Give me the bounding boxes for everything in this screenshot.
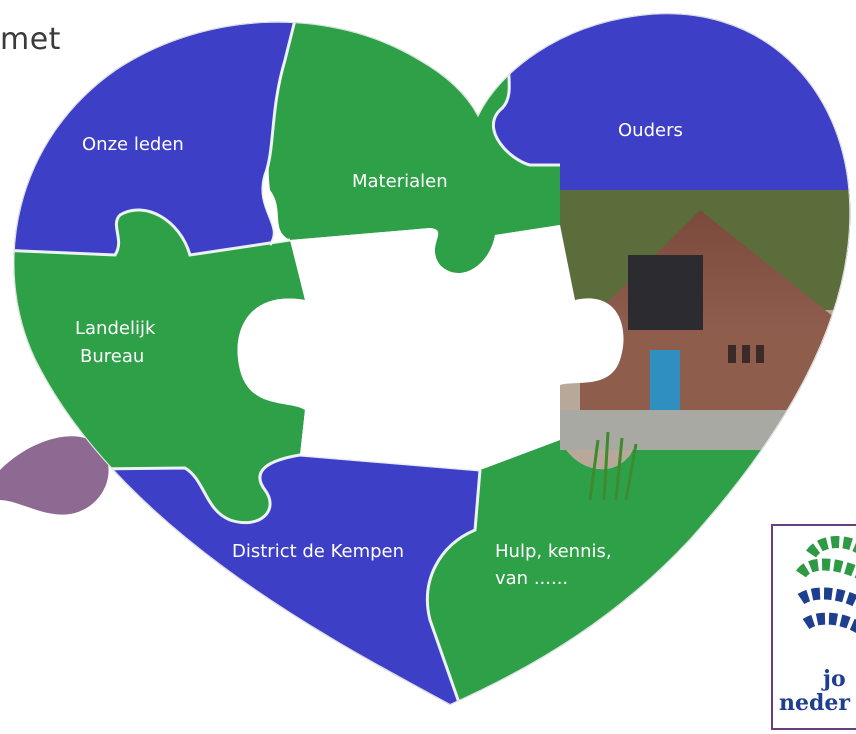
- organization-logo: jo neder: [771, 524, 856, 730]
- empty-puzzle-slot: [237, 225, 624, 470]
- label-van: van ......: [495, 568, 568, 589]
- logo-emblem-icon: [796, 536, 856, 634]
- label-hulp-kennis: Hulp, kennis,: [495, 541, 612, 562]
- logo-text-line-2: neder: [779, 690, 850, 716]
- logo-text-line-1: jo: [823, 666, 846, 692]
- label-materialen: Materialen: [352, 171, 448, 192]
- label-ouders: Ouders: [618, 120, 683, 141]
- label-district-de-kempen: District de Kempen: [232, 541, 404, 562]
- label-onze-leden: Onze leden: [82, 134, 184, 155]
- purple-blob-decor: [0, 436, 109, 515]
- header-partial-text: met: [0, 22, 61, 57]
- label-bureau: Bureau: [80, 346, 144, 367]
- label-landelijk: Landelijk: [75, 318, 156, 339]
